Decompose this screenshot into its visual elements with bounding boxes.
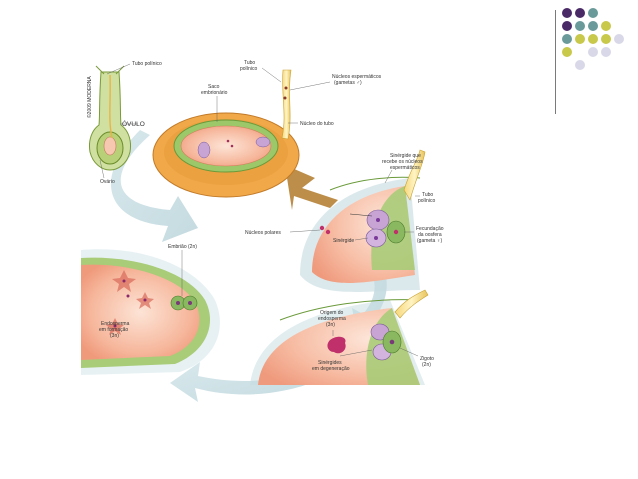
decorative-dot <box>575 21 585 31</box>
decorative-dot <box>562 8 572 18</box>
label-origem-c: (3n) <box>326 322 335 328</box>
decorative-dot <box>588 60 598 70</box>
label-endosperma-a: Endosperma <box>101 321 130 327</box>
brown-arrow <box>285 165 338 210</box>
pollen-tube-2 <box>403 149 426 201</box>
label-sinergide-recebe-a: Sinérgide que <box>390 153 421 159</box>
label-nucleos-espermaticos-b: (gametas ♂) <box>334 80 362 86</box>
label-sinergide: Sinérgide <box>333 238 354 244</box>
decorative-dot <box>588 21 598 31</box>
label-saco-embrionario-a: Saco <box>208 84 220 90</box>
label-zigoto-b: (2n) <box>422 362 431 368</box>
label-ovario: Ovário <box>100 179 115 185</box>
label-fecundacao-b: da oosfera <box>418 232 442 238</box>
label-tubo-polinico: Tubo polínico <box>132 61 162 67</box>
decorative-dot <box>614 34 624 44</box>
decorative-dot <box>601 21 611 31</box>
label-fecundacao-a: Fecundação <box>416 226 444 232</box>
decorative-dot <box>562 60 572 70</box>
label-tubo-polinico-3a: Tubo <box>422 192 433 198</box>
label-tubo-polinico-2a: Tubo <box>244 60 255 66</box>
decorative-dot <box>575 8 585 18</box>
label-sinergide-recebe-b: recebe os núcleos <box>382 159 423 165</box>
decorative-dot <box>614 21 624 31</box>
decorative-dot <box>575 47 585 57</box>
embryo-sac-stage-4 <box>81 249 220 375</box>
decorative-dot <box>601 60 611 70</box>
decorative-dot <box>588 34 598 44</box>
label-endosperma-b: em formação <box>99 327 128 333</box>
decorative-dot <box>601 47 611 57</box>
label-ovulo: ÓVULO <box>122 119 145 128</box>
label-sinergides-degen-a: Sinérgides <box>318 360 342 366</box>
label-sinergide-recebe-c: espermáticos <box>390 165 420 171</box>
decorative-dot <box>601 34 611 44</box>
divider-line <box>555 10 556 114</box>
decorative-dot <box>601 8 611 18</box>
decorative-dot <box>614 47 624 57</box>
label-tubo-polinico-3b: polínico <box>418 198 435 204</box>
decorative-dot <box>575 60 585 70</box>
decorative-dot <box>614 60 624 70</box>
decorative-dot <box>562 21 572 31</box>
decorative-dot <box>588 8 598 18</box>
label-zigoto-a: Zigoto <box>420 356 434 362</box>
embryo-sac-stage-2 <box>300 176 421 292</box>
cycle-arrow-top-left <box>110 130 198 242</box>
cycle-arrow-bottom <box>170 362 330 402</box>
label-fecundacao-c: (gameta ♀) <box>417 238 442 244</box>
decorative-dot <box>575 34 585 44</box>
label-nucleo-tubo: Núcleo do tubo <box>300 121 334 127</box>
label-nucleos-espermaticos-a: Núcleos espermáticos <box>332 74 382 80</box>
label-sinergides-degen-b: em degeneração <box>312 366 350 372</box>
label-origem-b: endosperma <box>318 316 346 322</box>
label-origem-a: Origem do <box>320 310 344 316</box>
decorative-dot <box>614 8 624 18</box>
decorative-dot <box>588 47 598 57</box>
label-embriao: Embrião (2n) <box>168 244 197 250</box>
arrow-polar <box>349 213 373 217</box>
label-saco-embrionario-b: embrionário <box>201 90 228 96</box>
decorative-dot <box>562 47 572 57</box>
decorative-dot <box>562 34 572 44</box>
embryo-sac-stage-3 <box>250 299 425 385</box>
credit-text: ©2009 MODERNA <box>86 76 93 118</box>
carpel-ovary <box>89 65 131 171</box>
pollen-tube-1 <box>281 69 292 140</box>
label-nucleos-polares: Núcleos polares <box>245 230 281 236</box>
pollen-tube-3 <box>394 289 429 319</box>
ovule <box>152 112 300 198</box>
label-tubo-polinico-2b: polínico <box>240 66 257 72</box>
label-endosperma-c: (3n) <box>110 333 119 339</box>
decorative-dot-grid <box>562 8 634 88</box>
